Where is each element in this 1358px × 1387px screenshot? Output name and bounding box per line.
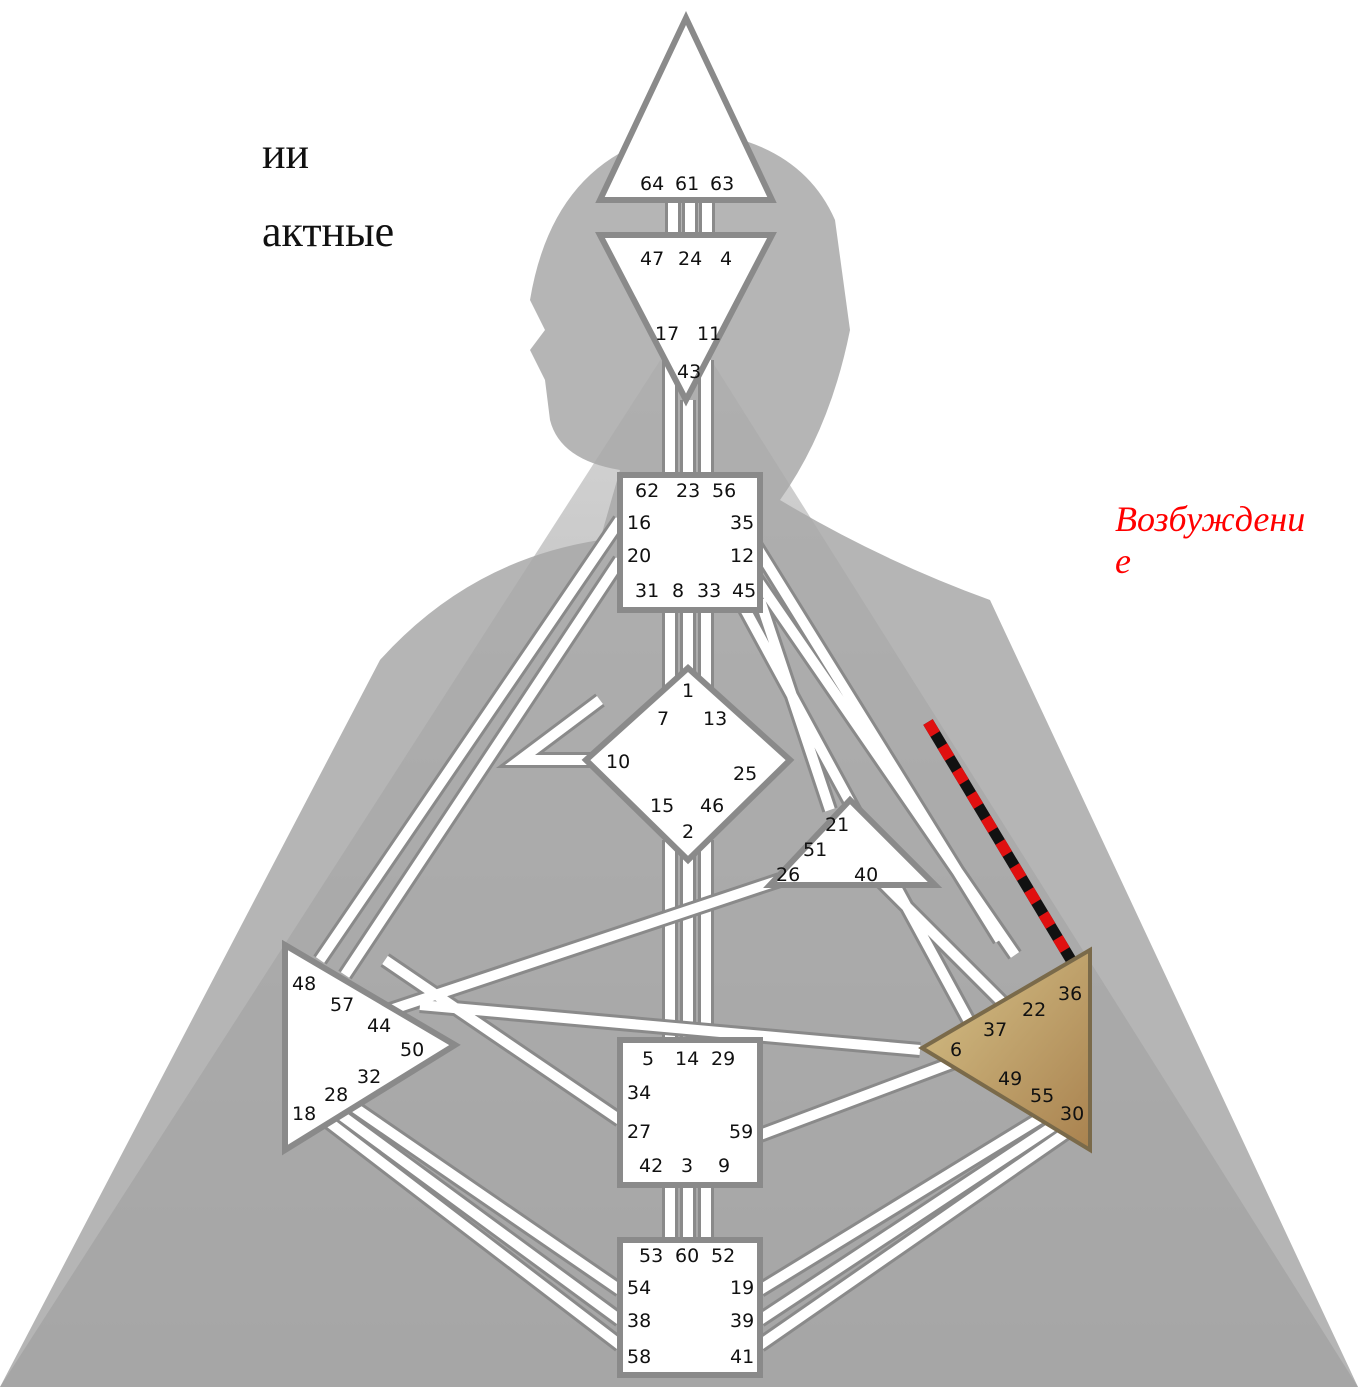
gate-41: 41: [730, 1346, 754, 1368]
gate-22: 22: [1022, 999, 1046, 1021]
gate-50: 50: [400, 1039, 424, 1061]
gate-58: 58: [627, 1346, 651, 1368]
gate-44: 44: [367, 1015, 391, 1037]
gate-49: 49: [998, 1068, 1022, 1090]
gate-27: 27: [627, 1121, 651, 1143]
gate-18: 18: [292, 1103, 316, 1125]
gate-62: 62: [635, 480, 659, 502]
gate-45: 45: [732, 580, 756, 602]
gate-29: 29: [711, 1048, 735, 1070]
gate-5: 5: [642, 1048, 654, 1070]
gate-8: 8: [672, 580, 684, 602]
gate-11: 11: [697, 323, 721, 345]
gate-14: 14: [675, 1048, 699, 1070]
gate-52: 52: [711, 1245, 735, 1267]
gate-32: 32: [357, 1066, 381, 1088]
gate-37: 37: [983, 1019, 1007, 1041]
gate-56: 56: [712, 480, 736, 502]
gate-23: 23: [676, 480, 700, 502]
gate-31: 31: [635, 580, 659, 602]
gate-48: 48: [292, 973, 316, 995]
annotation-line1: Возбуждени: [1115, 498, 1305, 540]
gate-20: 20: [627, 545, 651, 567]
gate-34: 34: [627, 1082, 651, 1104]
gate-19: 19: [730, 1277, 754, 1299]
gate-24: 24: [678, 248, 702, 270]
gate-7: 7: [657, 708, 669, 730]
gate-55: 55: [1030, 1085, 1054, 1107]
gate-6: 6: [950, 1039, 962, 1061]
gate-60: 60: [675, 1245, 699, 1267]
gate-38: 38: [627, 1310, 651, 1332]
gate-30: 30: [1060, 1103, 1084, 1125]
gate-63: 63: [710, 173, 734, 195]
gate-46: 46: [700, 795, 724, 817]
gate-43: 43: [677, 361, 701, 383]
gate-39: 39: [730, 1310, 754, 1332]
gate-2: 2: [682, 821, 694, 843]
gate-47: 47: [640, 248, 664, 270]
annotation-line2: е: [1115, 540, 1131, 582]
gate-15: 15: [650, 795, 674, 817]
gate-10: 10: [606, 751, 630, 773]
gate-64: 64: [640, 173, 664, 195]
gate-25: 25: [733, 763, 757, 785]
gate-3: 3: [681, 1155, 693, 1177]
gate-42: 42: [639, 1155, 663, 1177]
gate-33: 33: [697, 580, 721, 602]
gate-54: 54: [627, 1277, 651, 1299]
gate-53: 53: [639, 1245, 663, 1267]
gate-16: 16: [627, 512, 651, 534]
gate-9: 9: [718, 1155, 730, 1177]
gate-26: 26: [776, 864, 800, 886]
gate-51: 51: [803, 839, 827, 861]
gate-1: 1: [682, 680, 694, 702]
gate-40: 40: [854, 864, 878, 886]
gate-59: 59: [729, 1121, 753, 1143]
gate-17: 17: [655, 323, 679, 345]
gate-13: 13: [703, 708, 727, 730]
gate-36: 36: [1058, 983, 1082, 1005]
gate-21: 21: [825, 814, 849, 836]
gate-28: 28: [324, 1084, 348, 1106]
gate-4: 4: [720, 248, 732, 270]
gate-61: 61: [675, 173, 699, 195]
gate-57: 57: [330, 994, 354, 1016]
gate-12: 12: [730, 545, 754, 567]
gate-35: 35: [730, 512, 754, 534]
